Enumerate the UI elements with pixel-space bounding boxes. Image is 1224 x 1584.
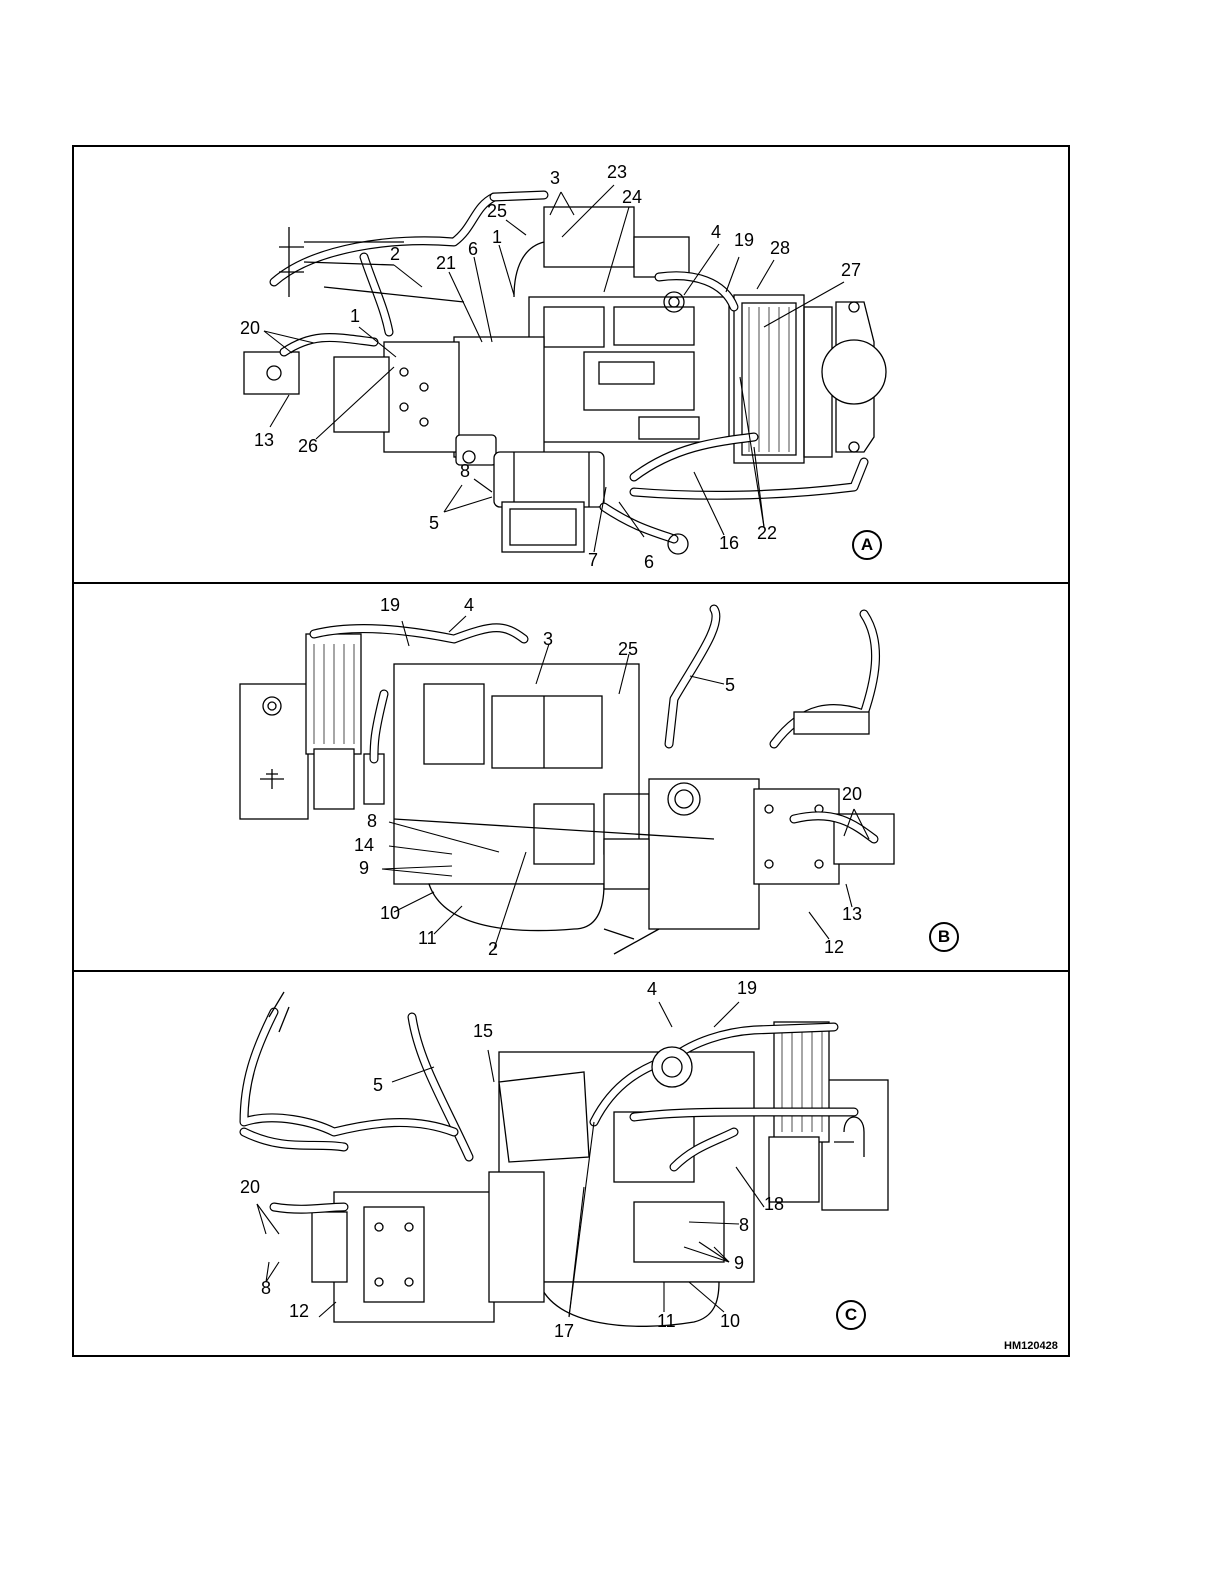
callout-10: 10 bbox=[380, 904, 400, 922]
panel-b-side-view: 19 4 3 25 5 20 8 14 9 10 11 2 13 12 B bbox=[74, 582, 1068, 972]
view-a-badge: A bbox=[852, 530, 882, 560]
callout-6-top: 6 bbox=[468, 240, 478, 258]
panel-b-leader-lines bbox=[74, 584, 1068, 972]
callout-22: 22 bbox=[757, 524, 777, 542]
callout-20: 20 bbox=[240, 319, 260, 337]
callout-6-bottom: 6 bbox=[644, 553, 654, 571]
callout-11: 11 bbox=[657, 1312, 676, 1330]
callout-2: 2 bbox=[390, 245, 400, 263]
callout-5: 5 bbox=[725, 676, 735, 694]
callout-8-right: 8 bbox=[739, 1216, 749, 1234]
callout-16: 16 bbox=[719, 534, 739, 552]
callout-12: 12 bbox=[824, 938, 844, 956]
callout-13: 13 bbox=[842, 905, 862, 923]
callout-11: 11 bbox=[418, 929, 437, 947]
callout-18: 18 bbox=[764, 1195, 784, 1213]
callout-10: 10 bbox=[720, 1312, 740, 1330]
panel-c-side-view: 4 19 15 5 20 18 8 9 8 12 11 10 17 C HM12… bbox=[74, 970, 1068, 1359]
callout-19: 19 bbox=[734, 231, 754, 249]
callout-23: 23 bbox=[607, 163, 627, 181]
callout-9: 9 bbox=[359, 859, 369, 877]
callout-8-left: 8 bbox=[261, 1279, 271, 1297]
callout-28: 28 bbox=[770, 239, 790, 257]
callout-5: 5 bbox=[429, 514, 439, 532]
callout-8: 8 bbox=[460, 462, 470, 480]
callout-1-left: 1 bbox=[350, 307, 360, 325]
callout-13: 13 bbox=[254, 431, 274, 449]
panel-c-leader-lines bbox=[74, 972, 1068, 1359]
callout-4: 4 bbox=[464, 596, 474, 614]
callout-17: 17 bbox=[554, 1322, 574, 1340]
callout-25: 25 bbox=[618, 640, 638, 658]
callout-19: 19 bbox=[737, 979, 757, 997]
callout-7: 7 bbox=[588, 551, 598, 569]
callout-8: 8 bbox=[367, 812, 377, 830]
callout-12: 12 bbox=[289, 1302, 309, 1320]
callout-20: 20 bbox=[240, 1178, 260, 1196]
figure-code: HM120428 bbox=[1004, 1340, 1058, 1352]
view-c-badge: C bbox=[836, 1300, 866, 1330]
callout-4: 4 bbox=[647, 980, 657, 998]
panel-a-top-view: 23 3 24 25 1 4 19 28 27 2 21 6 20 1 13 2… bbox=[74, 147, 1068, 582]
callout-24: 24 bbox=[622, 188, 642, 206]
callout-9: 9 bbox=[734, 1254, 744, 1272]
callout-14: 14 bbox=[354, 836, 374, 854]
view-b-badge: B bbox=[929, 922, 959, 952]
callout-4: 4 bbox=[711, 223, 721, 241]
callout-3: 3 bbox=[550, 169, 560, 187]
callout-19: 19 bbox=[380, 596, 400, 614]
engine-component-figure: 23 3 24 25 1 4 19 28 27 2 21 6 20 1 13 2… bbox=[72, 145, 1070, 1357]
callout-5: 5 bbox=[373, 1076, 383, 1094]
callout-1-top: 1 bbox=[492, 228, 502, 246]
callout-27: 27 bbox=[841, 261, 861, 279]
panel-a-leader-lines bbox=[74, 147, 1068, 582]
callout-20: 20 bbox=[842, 785, 862, 803]
callout-2: 2 bbox=[488, 940, 498, 958]
callout-15: 15 bbox=[473, 1022, 493, 1040]
callout-21: 21 bbox=[436, 254, 456, 272]
callout-3: 3 bbox=[543, 630, 553, 648]
callout-25: 25 bbox=[487, 202, 507, 220]
callout-26: 26 bbox=[298, 437, 318, 455]
